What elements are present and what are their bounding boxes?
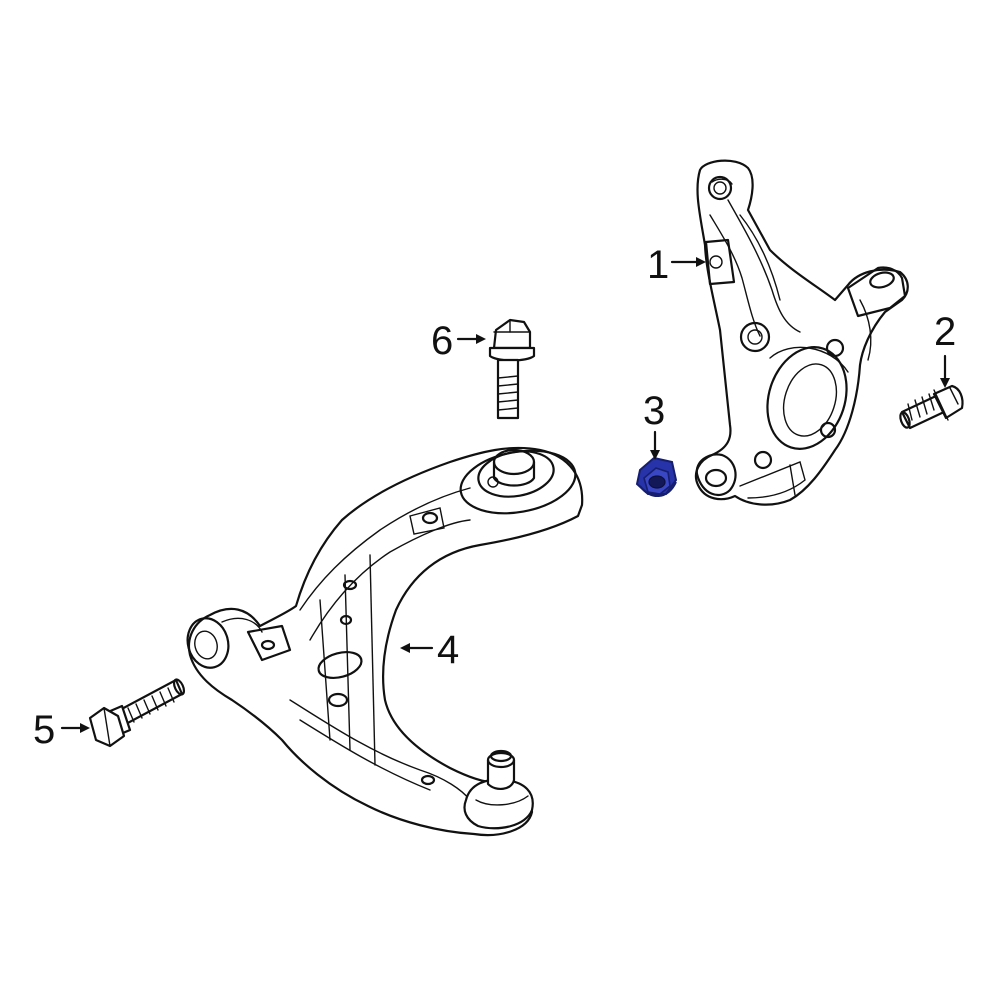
callout-1: 1 [647, 243, 669, 287]
steering-knuckle [694, 159, 909, 506]
lower-control-arm [186, 446, 584, 837]
arm-rear-bolt [88, 678, 186, 748]
callout-6: 6 [431, 319, 453, 363]
hex-nut [635, 456, 678, 497]
arm-front-bolt [488, 318, 536, 420]
callout-arrows [60, 257, 950, 733]
callout-3: 3 [643, 389, 665, 433]
callout-5: 5 [33, 708, 55, 752]
callout-2: 2 [934, 310, 956, 354]
knuckle-bolt [899, 384, 964, 430]
callout-4: 4 [437, 628, 459, 672]
